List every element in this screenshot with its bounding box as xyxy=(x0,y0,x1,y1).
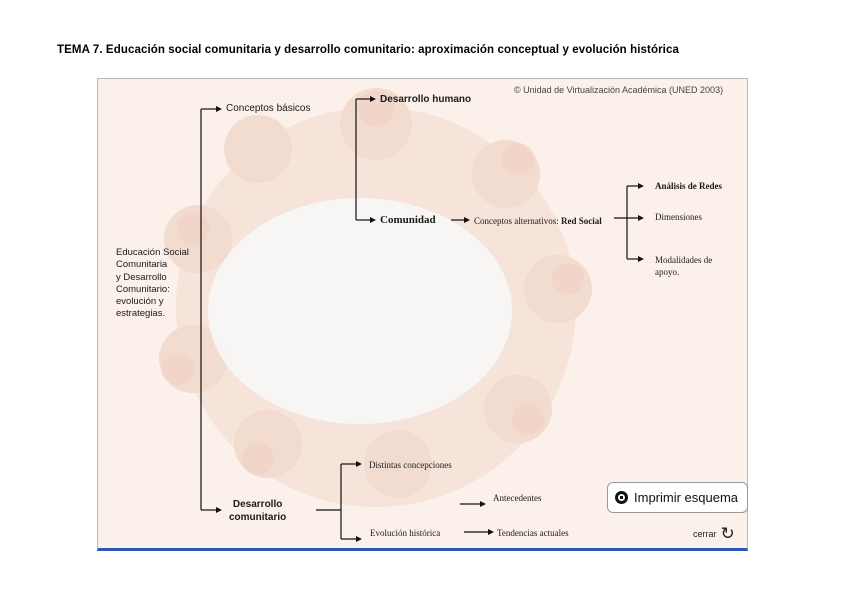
scheme-frame: © Unidad de Virtualización Académica (UN… xyxy=(97,78,748,551)
close-label: cerrar xyxy=(693,529,717,539)
rotate-arrow-icon: ↻ xyxy=(720,524,735,543)
close-button[interactable]: cerrar ↻ xyxy=(693,524,735,543)
page-title: TEMA 7. Educación social comunitaria y d… xyxy=(57,44,679,56)
root-node: Educación Social Comunitaria y Desarroll… xyxy=(116,247,189,320)
node-distintas-concepciones: Distintas concepciones xyxy=(369,460,452,470)
node-dimensiones: Dimensiones xyxy=(655,212,702,222)
print-scheme-label: Imprimir esquema xyxy=(634,490,739,505)
node-tendencias-actuales: Tendencias actuales xyxy=(497,528,569,538)
node-conceptos-basicos: Conceptos básicos xyxy=(226,103,311,114)
print-scheme-button[interactable]: Imprimir esquema xyxy=(607,482,748,513)
node-modalidades: Modalidades de apoyo. xyxy=(655,255,713,277)
background-illustration xyxy=(159,88,644,542)
copyright-note: © Unidad de Virtualización Académica (UN… xyxy=(514,85,724,95)
node-evolucion-historica: Evolución histórica xyxy=(370,528,441,538)
node-desarrollo-humano: Desarrollo humano xyxy=(380,94,472,105)
node-comunidad: Comunidad xyxy=(380,214,436,226)
node-antecedentes: Antecedentes xyxy=(493,493,542,503)
node-desarrollo-comunitario: Desarrollo comunitario xyxy=(229,499,287,523)
stop-circle-icon xyxy=(615,491,628,504)
node-analisis-redes: Análisis de Redes xyxy=(655,181,723,191)
red-social-label: Red Social xyxy=(560,216,602,226)
node-conceptos-alternativos: Conceptos alternativos: Red Social xyxy=(474,215,602,227)
conceptos-alternativos-label: Conceptos alternativos: xyxy=(474,216,559,226)
